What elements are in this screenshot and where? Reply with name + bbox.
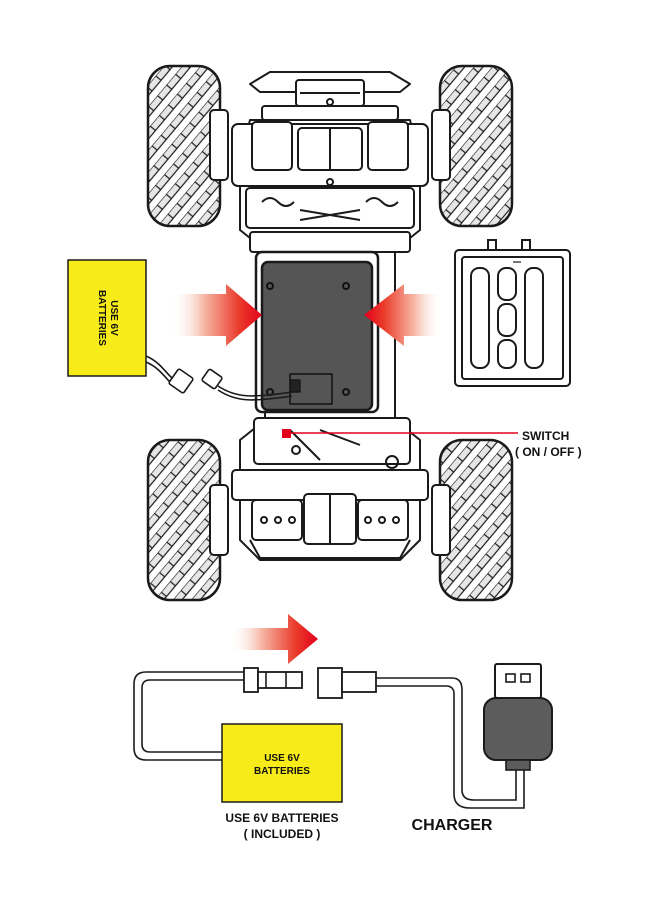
insert-arrow-left [172,284,262,346]
charging-cable [133,667,525,809]
battery-top-label-line1: USE 6V [108,300,119,336]
insert-arrow-right [364,284,442,346]
battery-top-label-line2: BATTERIES [96,290,107,346]
switch-marker [282,429,291,438]
battery-bottom-label-line2: BATTERIES [254,766,310,777]
wheel-rear-left [146,438,229,602]
battery-compartment [254,250,380,414]
battery-holder-illustration [454,239,571,387]
usb-charger [483,663,553,771]
battery-compartment-cover [260,260,374,412]
charge-direction-arrow [230,614,318,664]
charger-label: CHARGER [412,817,493,834]
wheel-front-right [431,64,514,228]
wheel-front-left [146,64,229,228]
rc-car-top-view [146,64,514,602]
switch-label-sub: ( ON / OFF ) [515,445,582,459]
front-bumper [249,71,411,121]
battery-caption: USE 6V BATTERIES [225,811,338,825]
switch-label: SWITCH [522,429,569,443]
wheel-rear-right [431,438,514,602]
battery-bottom-label-line1: USE 6V [264,753,300,764]
rear-gearbox [231,417,429,559]
battery-caption-sub: ( INCLUDED ) [244,827,321,841]
front-gearbox [231,121,429,253]
battery-pack-top: USE 6V BATTERIES [67,259,147,377]
battery-pack-bottom: USE 6V BATTERIES [221,723,343,803]
battery-top-wire [145,355,293,401]
